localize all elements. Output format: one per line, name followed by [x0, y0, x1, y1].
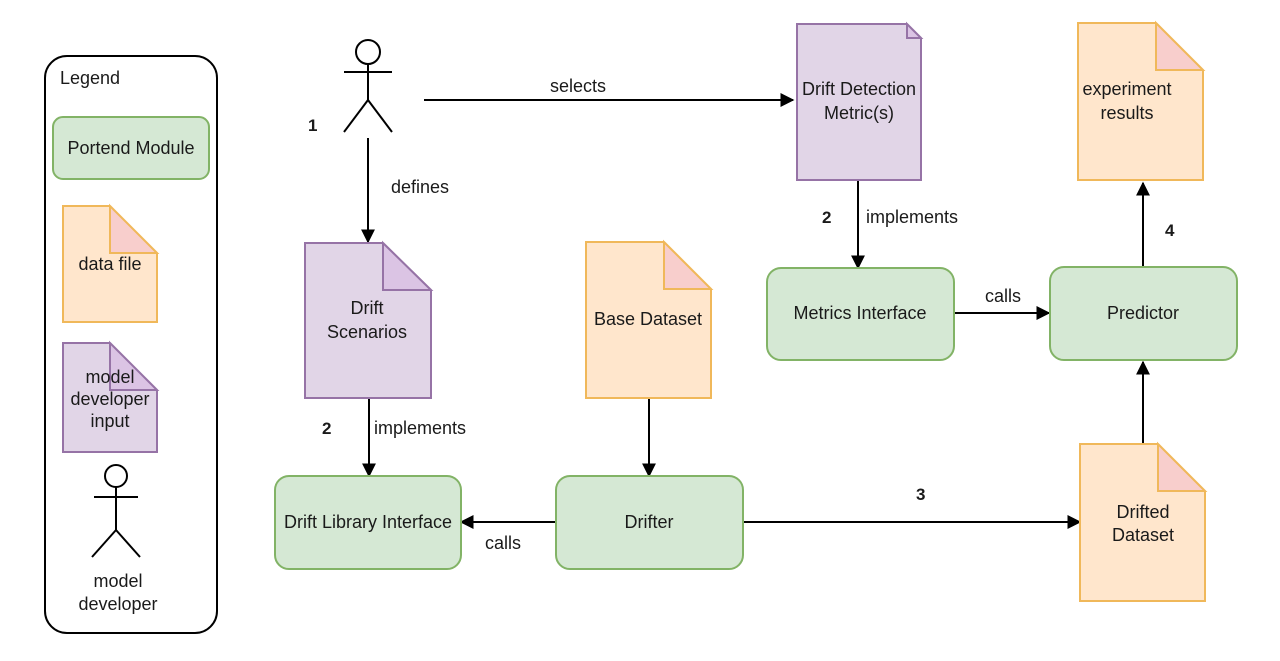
edge-label-calls-metrics: calls [985, 286, 1021, 306]
drifted-dataset-line2: Dataset [1112, 525, 1174, 545]
drift-library-interface-box [274, 475, 462, 570]
step-number-3: 3 [916, 485, 925, 504]
drifter-box [555, 475, 744, 570]
legend-frame [44, 55, 218, 634]
drifter-label: Drifter [625, 512, 674, 532]
legend-data-file-shape [62, 203, 160, 323]
metrics-interface-box [766, 267, 955, 361]
drift-scenarios-doc [304, 240, 434, 399]
step-number-4: 4 [1165, 221, 1175, 240]
step-number-2-bottom: 2 [322, 419, 331, 438]
predictor-label: Predictor [1107, 303, 1179, 323]
legend-dev-input-shape [62, 340, 160, 453]
legend-actor-line2: developer [78, 594, 157, 614]
legend: Legend Portend Module data file model de… [44, 55, 218, 634]
drift-library-interface-label: Drift Library Interface [284, 512, 452, 532]
legend-title: Legend [60, 68, 120, 88]
drift-scenarios-line2: Scenarios [327, 322, 407, 342]
model-developer-actor-icon [343, 39, 393, 133]
base-dataset-label: Base Dataset [594, 309, 702, 329]
drift-scenarios-line1: Drift [351, 298, 384, 318]
legend-module-box [52, 116, 210, 180]
step-number-2-top: 2 [822, 208, 831, 227]
legend-dev-input-line3: input [90, 411, 129, 431]
drift-detection-line1: Drift Detection [802, 79, 916, 99]
drift-detection-metrics-doc [796, 21, 924, 181]
legend-dev-input-line2: developer [70, 389, 149, 409]
legend-actor-icon [91, 464, 141, 558]
edge-label-calls-drifter: calls [485, 533, 521, 553]
edge-label-defines: defines [391, 177, 449, 197]
metrics-interface-label: Metrics Interface [793, 303, 926, 323]
edge-label-selects: selects [550, 76, 606, 96]
edges [361, 93, 1150, 529]
legend-dev-input-line1: model [85, 367, 134, 387]
step-number-1: 1 [308, 116, 317, 135]
experiment-results-line1: experiment [1082, 79, 1171, 99]
drift-detection-line2: Metric(s) [824, 103, 894, 123]
base-dataset-doc [585, 239, 714, 399]
drifted-dataset-doc [1079, 441, 1208, 602]
edge-label-implements-bottom: implements [374, 418, 466, 438]
legend-module-label: Portend Module [67, 138, 194, 158]
experiment-results-line2: results [1100, 103, 1153, 123]
legend-actor-line1: model [93, 571, 142, 591]
experiment-results-doc [1077, 20, 1206, 181]
predictor-box [1049, 266, 1238, 361]
legend-data-file-label: data file [78, 254, 141, 274]
drifted-dataset-line1: Drifted [1116, 502, 1169, 522]
edge-label-implements-top: implements [866, 207, 958, 227]
